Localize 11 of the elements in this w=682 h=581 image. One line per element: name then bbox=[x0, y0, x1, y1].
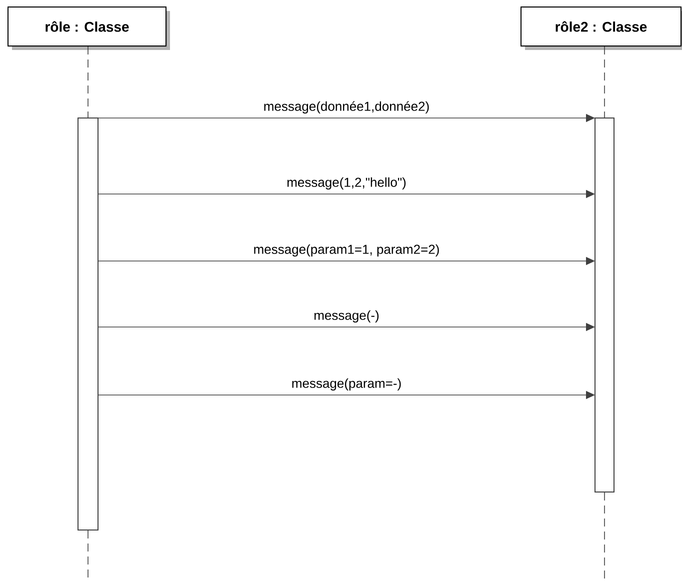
lifeline-header: rôle : Classe bbox=[8, 6, 170, 50]
message-label: message(param1=1, param2=2) bbox=[254, 244, 439, 256]
lifeline-header: rôle2 : Classe bbox=[520, 6, 682, 50]
lifeline bbox=[604, 492, 605, 581]
message-label: message(1,2,"hello") bbox=[287, 177, 406, 190]
lifeline bbox=[604, 46, 605, 118]
activation-bar bbox=[78, 118, 98, 530]
message-label: message(param=-) bbox=[292, 378, 401, 390]
message-label: message(donnée1,donnée2) bbox=[264, 101, 429, 114]
activation-bar bbox=[594, 118, 614, 492]
message-label: message(-) bbox=[314, 310, 379, 322]
